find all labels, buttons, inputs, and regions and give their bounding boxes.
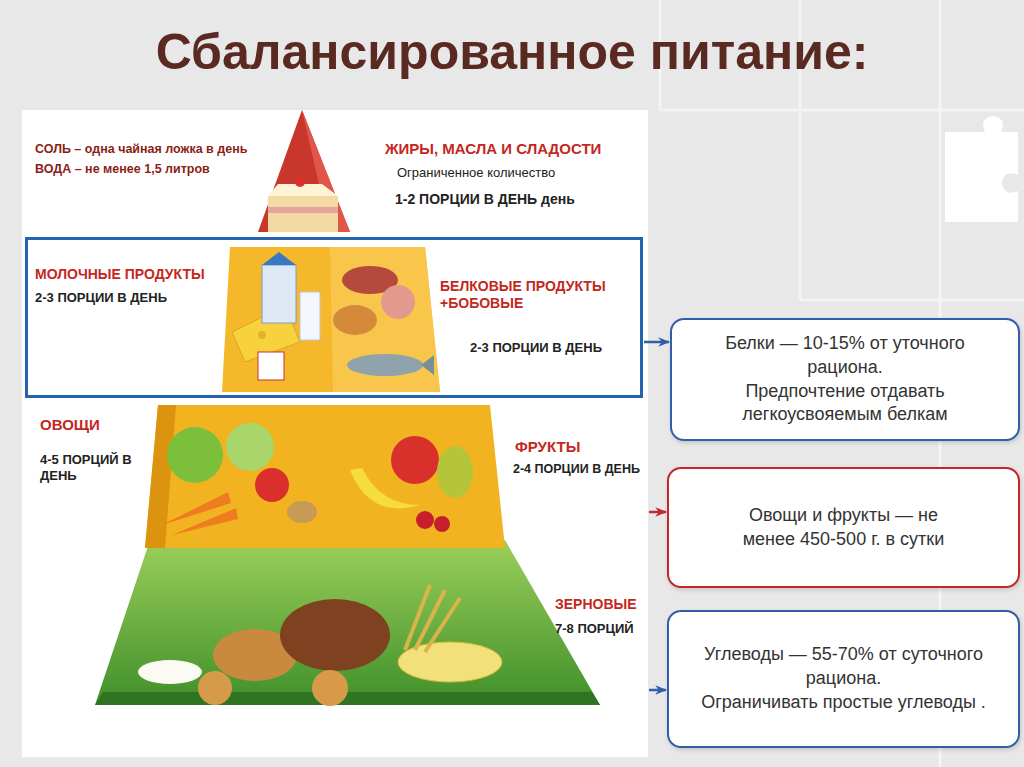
group-heading: МОЛОЧНЫЕ ПРОДУКТЫ <box>35 266 205 283</box>
callout-text: Предпочтение отдавать легкоусвояемым бел… <box>686 380 1004 428</box>
text-slot: ВОДА – не менее 1,5 литров <box>35 162 210 177</box>
bun <box>198 671 232 705</box>
text-slot: 4-5 ПОРЦИЙ В ДЕНЬ <box>40 452 140 483</box>
tomato <box>255 468 289 502</box>
milk-glass <box>300 292 320 340</box>
title-slot: Сбалансированное питание: <box>0 22 1024 82</box>
fish <box>347 354 423 376</box>
portion-count: 2-3 ПОРЦИИ В ДЕНЬ <box>35 290 167 306</box>
top-tier-band: СОЛЬ – одна чайная ложка в деньВОДА – не… <box>25 118 645 234</box>
milk-carton <box>262 265 296 323</box>
picture-panel <box>22 110 648 757</box>
dairy-tier <box>222 247 440 392</box>
text-slot: ФРУКТЫ <box>515 438 580 456</box>
portion-count: 4-5 ПОРЦИЙ В ДЕНЬ <box>40 452 140 483</box>
salt-note: СОЛЬ – одна чайная ложка в день <box>35 142 247 157</box>
text-slot: 2-3 ПОРЦИИ В ДЕНЬ <box>470 340 602 356</box>
bun <box>312 670 348 706</box>
text-slot: МОЛОЧНЫЕ ПРОДУКТЫ <box>35 266 205 283</box>
vegetable-tier-face <box>145 405 176 548</box>
rye-bread <box>280 599 390 671</box>
cabbage <box>226 423 274 471</box>
callout-text: Ограничивать простые углеводы . <box>701 691 986 715</box>
portion-count: 1-2 ПОРЦИИ В ДЕНЬ день <box>395 191 575 208</box>
grain-tier-edge <box>95 692 600 705</box>
info-callout: Овощи и фрукты — не менее 450-500 г. в с… <box>667 467 1020 588</box>
arrow-connector <box>649 689 666 692</box>
cherry <box>295 177 305 187</box>
callout-text: Белки — 10-15% от уточного рациона. <box>686 332 1004 380</box>
arrow-connector <box>644 341 669 344</box>
group-heading: ФРУКТЫ <box>515 438 580 456</box>
apple <box>391 436 439 484</box>
info-callout: Белки — 10-15% от уточного рациона.Предп… <box>670 318 1020 441</box>
callout-text: Углеводы — 55-70% от суточного рациона. <box>683 643 1004 691</box>
text-slot: ЗЕРНОВЫЕ <box>555 596 637 613</box>
text-slot: БЕЛКОВЫЕ ПРОДУКТЫ +БОБОВЫЕ <box>440 278 630 312</box>
banana <box>350 468 420 508</box>
strawberry <box>434 516 450 532</box>
cheese-hole <box>258 331 266 339</box>
pear <box>437 446 473 498</box>
yogurt-cup <box>258 352 284 380</box>
info-callout: Углеводы — 55-70% от суточного рациона.О… <box>667 610 1020 748</box>
portion-count: 2-3 ПОРЦИИ В ДЕНЬ <box>470 340 602 356</box>
strawberry <box>416 511 434 529</box>
group-heading: ЗЕРНОВЫЕ <box>555 596 637 613</box>
vegetable-tier <box>145 405 505 548</box>
group-heading: БЕЛКОВЫЕ ПРОДУКТЫ +БОБОВЫЕ <box>440 278 630 312</box>
callout-text: Овощи и фрукты — не менее 450-500 г. в с… <box>739 504 949 552</box>
ham <box>381 285 415 319</box>
text-slot: ЖИРЫ, МАСЛА И СЛАДОСТИ <box>385 140 601 158</box>
text-slot: 2-3 ПОРЦИИ В ДЕНЬ <box>35 290 167 306</box>
wheat-stalks <box>405 585 460 652</box>
potato <box>287 501 317 523</box>
grain-tier-band: ЗЕРНОВЫЕ 7-8 ПОРЦИЙ <box>25 558 648 755</box>
group-heading: ЖИРЫ, МАСЛА И СЛАДОСТИ <box>385 140 601 158</box>
text-slot: 2-4 ПОРЦИИ В ДЕНЬ <box>513 462 640 477</box>
water-note: ВОДА – не менее 1,5 литров <box>35 162 210 177</box>
puzzle-piece <box>945 116 1018 222</box>
arrow-connector <box>649 511 666 514</box>
chicken-leg <box>333 305 377 335</box>
group-heading: ОВОЩИ <box>40 416 100 434</box>
text-slot: ОВОЩИ <box>40 416 100 434</box>
cake-slice <box>268 196 338 232</box>
pasta-plate <box>398 642 502 682</box>
group-note: Ограниченное количество <box>397 165 555 181</box>
portion-count: 2-4 ПОРЦИИ В ДЕНЬ <box>513 462 640 477</box>
puzzle-seams <box>660 0 1024 767</box>
portion-count: 7-8 ПОРЦИЙ <box>555 621 634 637</box>
text-slot: 1-2 ПОРЦИИ В ДЕНЬ день <box>395 191 575 208</box>
text-slot: 7-8 ПОРЦИЙ <box>555 621 634 637</box>
top-tier <box>258 110 350 232</box>
grain-tier <box>95 540 600 705</box>
highlight-frame: МОЛОЧНЫЕ ПРОДУКТЫ 2-3 ПОРЦИИ В ДЕНЬ БЕЛКОВ… <box>25 237 643 398</box>
cake-layer <box>268 207 338 213</box>
milk-carton-top <box>262 252 296 265</box>
text-slot: СОЛЬ – одна чайная ложка в день <box>35 142 247 157</box>
lettuce <box>167 427 223 483</box>
page-title: Сбалансированное питание: <box>0 22 1024 82</box>
rice-pile <box>138 660 202 684</box>
carrot <box>172 508 238 535</box>
text-slot: Ограниченное количество <box>397 165 555 181</box>
vegetable-tier-band: ОВОЩИ 4-5 ПОРЦИЙ В ДЕНЬ ФРУКТЫ 2-4 ПОРЦИИ В… <box>25 400 648 556</box>
fish-tail <box>421 355 434 375</box>
protein-tier-face <box>330 247 440 392</box>
